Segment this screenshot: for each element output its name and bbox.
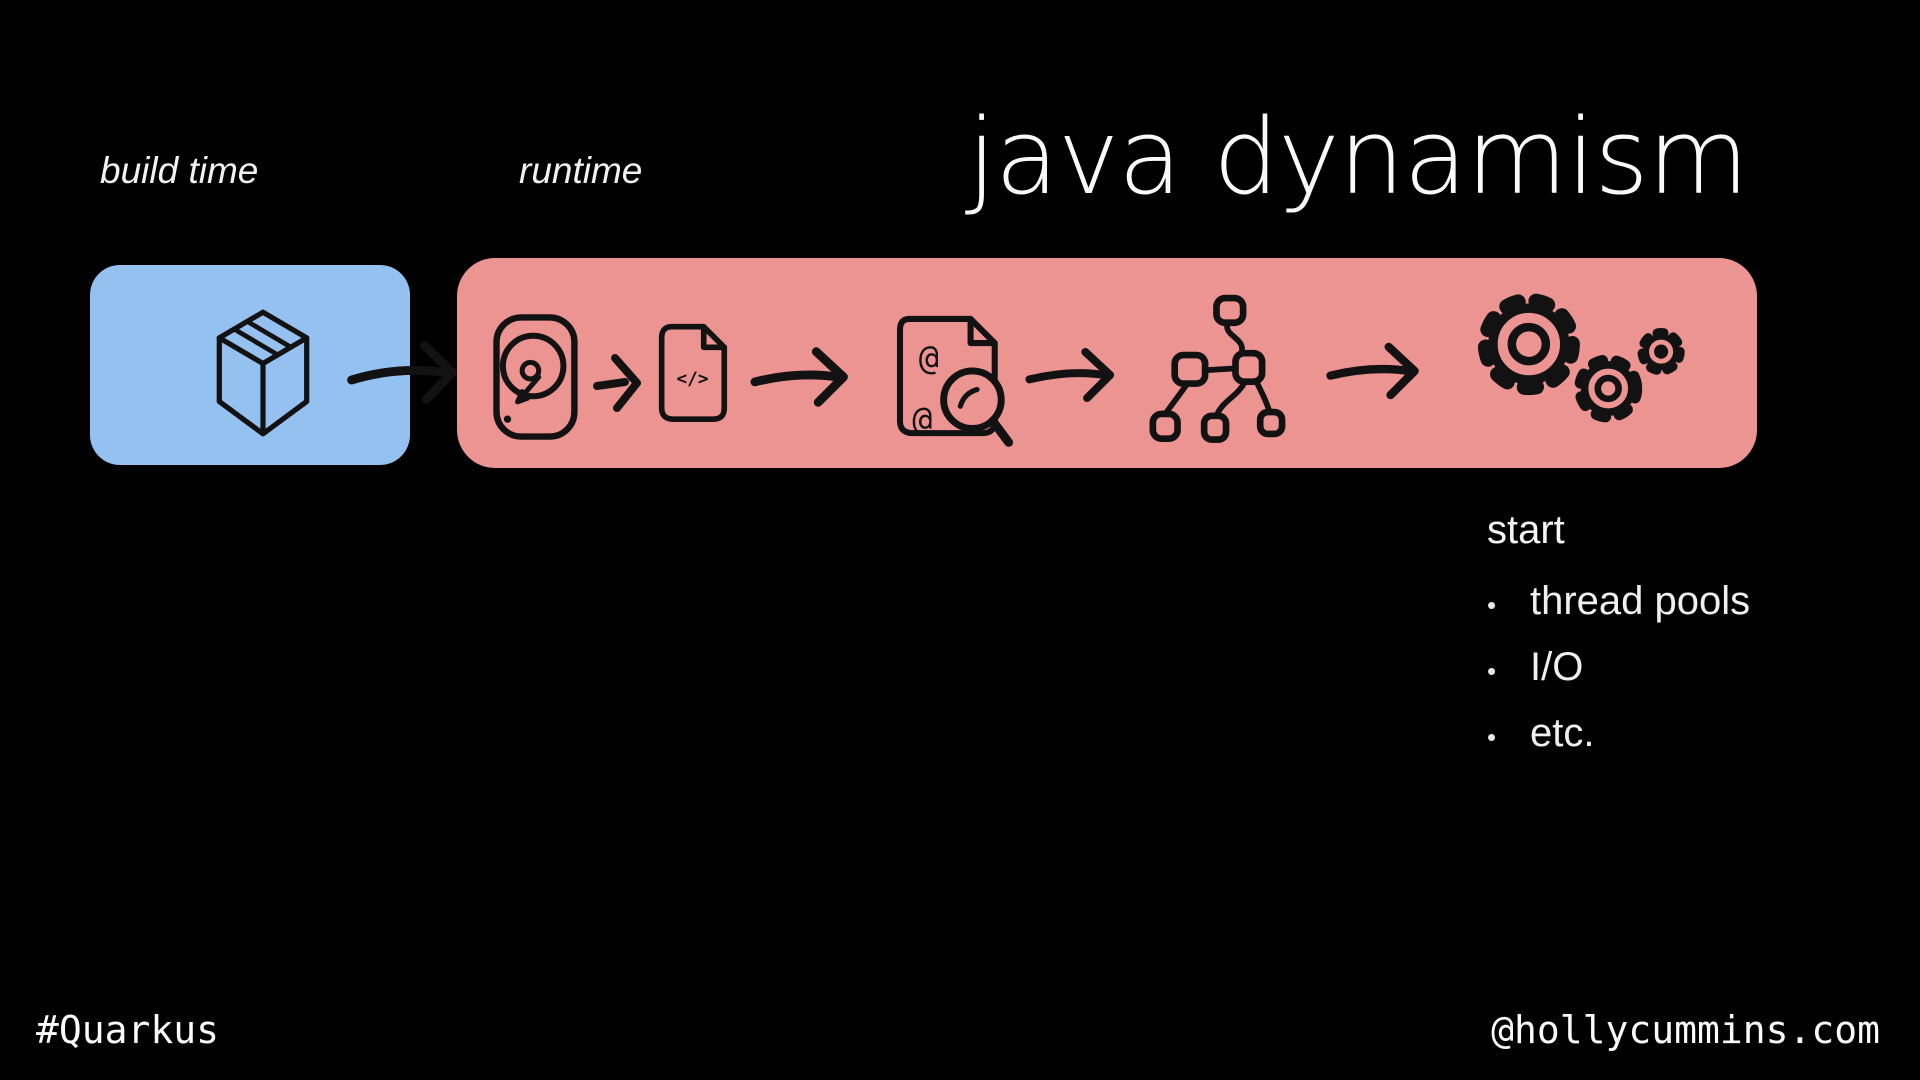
footer-handle: @hollycummins.com — [1491, 1008, 1880, 1052]
gears-icon — [1477, 293, 1685, 423]
bullet-dot: • — [1487, 722, 1497, 752]
bullet-dot: • — [1487, 590, 1497, 620]
annotation-glyph: @ — [919, 338, 939, 377]
magnifier-handle — [988, 416, 1014, 447]
arrow-icon — [1326, 342, 1419, 400]
footer-hashtag: #Quarkus — [36, 1008, 220, 1052]
arrow-icon — [347, 341, 457, 405]
arrow-icon — [593, 354, 641, 412]
start-heading: start — [1487, 508, 1565, 552]
bullet-dot: • — [1487, 656, 1497, 686]
runtime-label: runtime — [519, 150, 643, 191]
list-item-label: I/O — [1530, 645, 1584, 689]
magnifier-lens — [940, 367, 1005, 432]
dependency-tree-icon — [1149, 294, 1286, 443]
build-time-box — [90, 265, 410, 465]
codefile-icon: </> — [658, 323, 728, 423]
runtime-box: </> @ @ — [457, 258, 1757, 468]
build-time-label: build time — [100, 150, 259, 191]
page-title: java dynamism — [967, 95, 1749, 218]
list-item: • thread pools — [1487, 579, 1750, 645]
annotations-file-icon: @ @ — [896, 315, 1014, 447]
list-item: • etc. — [1487, 711, 1750, 777]
code-glyph: </> — [676, 370, 708, 390]
gear-medium — [1574, 354, 1643, 423]
list-item-label: etc. — [1530, 711, 1595, 755]
list-item: • I/O — [1487, 645, 1750, 711]
arrow-icon — [750, 347, 848, 407]
gear-large — [1477, 293, 1580, 396]
start-list: start • thread pools • I/O • etc. — [1487, 508, 1750, 777]
annotation-glyph: @ — [912, 399, 932, 438]
list-item-label: thread pools — [1530, 579, 1751, 623]
gear-small — [1637, 328, 1685, 376]
arrow-icon — [1025, 347, 1115, 403]
disk-dot — [503, 415, 512, 423]
harddrive-icon — [493, 314, 578, 440]
package-icon — [216, 309, 310, 437]
